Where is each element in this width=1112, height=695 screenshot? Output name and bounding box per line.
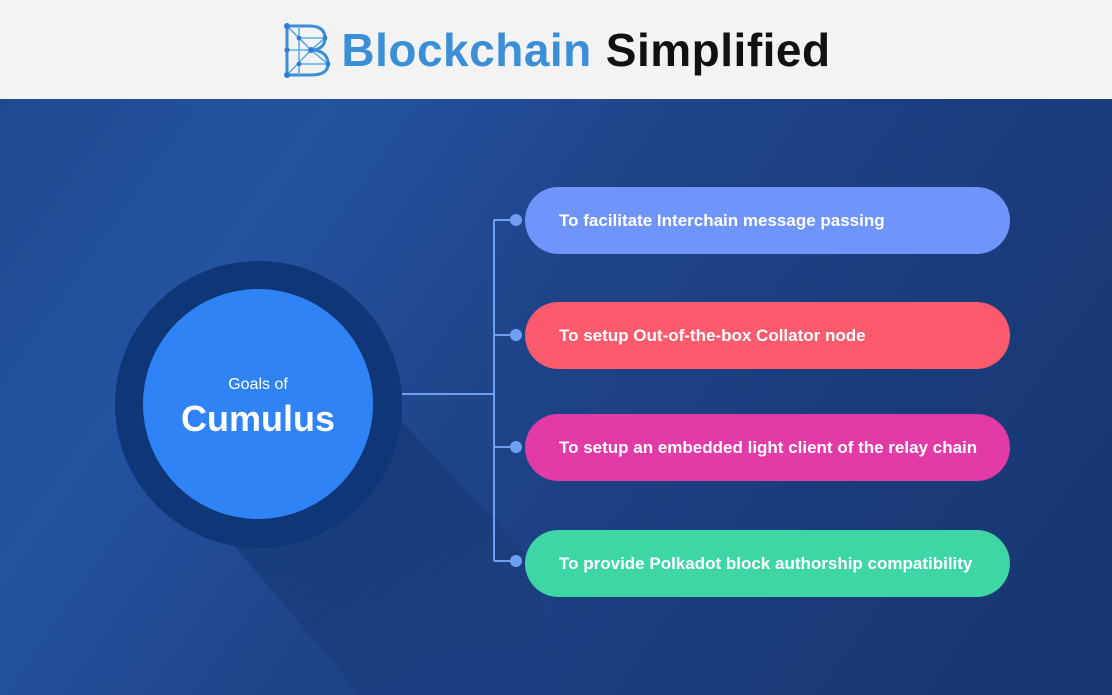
goal-pill-3: To setup an embedded light client of the… [525, 414, 1010, 481]
brand-name-blockchain: Blockchain [341, 23, 592, 76]
blockchain-logo-icon [284, 22, 331, 78]
header-banner: Blockchain Simplified [0, 0, 1112, 99]
branch-dot-2 [510, 329, 522, 341]
goal-label-2: To setup Out-of-the-box Collator node [559, 325, 866, 345]
branch-dot-4 [510, 555, 522, 567]
branch-dot-3 [510, 441, 522, 453]
center-subtitle: Goals of [228, 376, 288, 393]
branch-dot-1 [510, 214, 522, 226]
diagram-area: Goals of Cumulus To facilitate Interchai… [0, 99, 1112, 695]
center-title: Cumulus [180, 398, 335, 439]
brand-logo: Blockchain Simplified [281, 21, 830, 79]
center-circle: Goals of Cumulus [143, 289, 373, 519]
brand-name-simplified: Simplified [605, 23, 831, 76]
goal-pill-2: To setup Out-of-the-box Collator node [525, 302, 1010, 369]
goal-pill-4: To provide Polkadot block authorship com… [525, 530, 1010, 597]
goal-label-1: To facilitate Interchain message passing [559, 210, 885, 230]
goal-pill-1: To facilitate Interchain message passing [525, 187, 1010, 254]
goal-label-3: To setup an embedded light client of the… [559, 437, 978, 457]
goal-label-4: To provide Polkadot block authorship com… [559, 553, 973, 573]
